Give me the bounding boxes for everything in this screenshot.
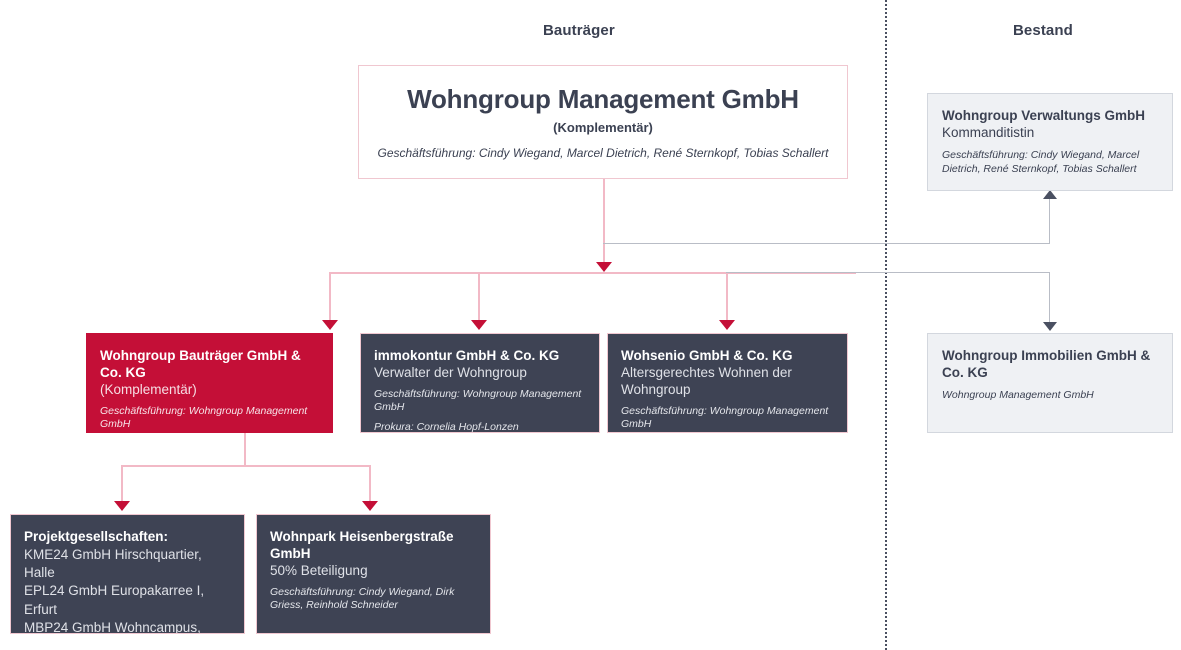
arrow-into-bautraeger-kg	[322, 320, 338, 330]
node-title: immokontur GmbH & Co. KG	[374, 348, 560, 363]
connector-immobilien-vertical	[1049, 272, 1050, 322]
column-header-bautraeger: Bauträger	[543, 22, 615, 39]
column-divider-dotted-line	[885, 0, 887, 650]
connector-drop-immokontur	[478, 272, 480, 322]
connector-bautraeger-kg-stem	[244, 433, 246, 465]
node-role: Kommanditistin	[942, 124, 1035, 140]
node-title: Wohnpark Heisenbergstraße GmbH	[270, 529, 454, 561]
arrow-into-verwaltung	[1043, 190, 1057, 199]
node-management-note: Wohngroup Management GmbH	[942, 388, 1094, 401]
node-management-note: Geschäftsführung: Wohngroup Management G…	[100, 404, 308, 431]
node-title: Wohngroup Immobilien GmbH & Co. KG	[942, 348, 1151, 380]
connector-management-stem	[603, 179, 605, 264]
node-prokura-note: Prokura: Cornelia Hopf-Lonzen	[374, 421, 519, 433]
connector-drop-projektgesellschaften	[121, 465, 123, 503]
arrow-into-immokontur	[471, 320, 487, 330]
node-wohnpark-heisenbergstrasse-gmbh[interactable]: Wohnpark Heisenbergstraße GmbH 50% Betei…	[256, 514, 491, 634]
node-management-note: Geschäftsführung: Cindy Wiegand, Marcel …	[942, 148, 1140, 175]
arrow-into-red-bar	[596, 262, 612, 272]
node-title: Wohngroup Management GmbH	[407, 84, 799, 114]
node-management-note: Geschäftsführung: Cindy Wiegand, Marcel …	[377, 145, 829, 160]
node-management-note: Geschäftsführung: Cindy Wiegand, Dirk Gr…	[270, 585, 455, 612]
node-management-note: Geschäftsführung: Wohngroup Management G…	[374, 387, 582, 414]
node-wohsenio-gmbh-co-kg[interactable]: Wohsenio GmbH & Co. KG Altersgerechtes W…	[607, 333, 848, 433]
node-role: (Komplementär)	[100, 381, 197, 397]
node-wohngroup-bautraeger-gmbh-co-kg[interactable]: Wohngroup Bauträger GmbH & Co. KG (Kompl…	[86, 333, 333, 433]
connector-tier3-horizontal-bar	[121, 465, 371, 467]
connector-tier2-horizontal-bar	[329, 272, 856, 274]
connector-verwaltung-vertical	[1049, 199, 1050, 244]
column-header-bestand: Bestand	[1013, 22, 1073, 39]
node-management-note: Geschäftsführung: Wohngroup Management G…	[621, 404, 829, 431]
connector-drop-bautraeger-kg	[329, 272, 331, 322]
node-title: Wohngroup Verwaltungs GmbH	[942, 108, 1146, 123]
node-wohngroup-management-gmbh[interactable]: Wohngroup Management GmbH (Komplementär)…	[358, 65, 848, 179]
arrow-into-immobilien	[1043, 322, 1057, 331]
node-title: Wohngroup Bauträger GmbH & Co. KG	[100, 348, 301, 380]
arrow-into-wohnpark	[362, 501, 378, 511]
connector-immobilien-horizontal	[726, 272, 1050, 273]
node-title: Wohsenio GmbH & Co. KG	[621, 348, 793, 363]
arrow-into-wohsenio	[719, 320, 735, 330]
node-projektgesellschaften[interactable]: Projektgesellschaften: KME24 GmbH Hirsch…	[10, 514, 245, 634]
connector-verwaltung-horizontal	[603, 243, 1050, 244]
connector-drop-wohnpark	[369, 465, 371, 503]
node-role: 50% Beteiligung	[270, 562, 368, 578]
node-immokontur-gmbh-co-kg[interactable]: immokontur GmbH & Co. KG Verwalter der W…	[360, 333, 600, 433]
node-role: (Komplementär)	[553, 119, 653, 135]
node-role: Altersgerechtes Wohnen der Wohngroup	[621, 364, 792, 397]
connector-drop-wohsenio	[726, 272, 728, 322]
node-role: Verwalter der Wohngroup	[374, 364, 527, 380]
node-wohngroup-verwaltungs-gmbh[interactable]: Wohngroup Verwaltungs GmbH Kommanditisti…	[927, 93, 1173, 191]
arrow-into-projektgesellschaften	[114, 501, 130, 511]
node-title: Projektgesellschaften:	[24, 529, 169, 544]
node-wohngroup-immobilien-gmbh-co-kg[interactable]: Wohngroup Immobilien GmbH & Co. KG Wohng…	[927, 333, 1173, 433]
